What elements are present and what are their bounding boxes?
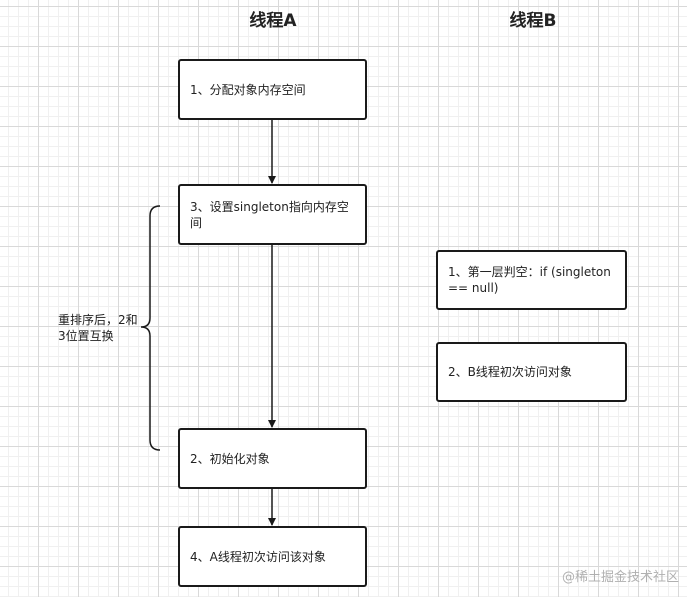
thread-a-step3-box: 3、设置singleton指向内存空间 (178, 184, 367, 245)
thread-a-step2-box: 2、初始化对象 (178, 428, 367, 489)
thread-b-title: 线程B (509, 11, 557, 31)
thread-a-step1-label: 1、分配对象内存空间 (190, 82, 306, 97)
thread-b-step2-box: 2、B线程初次访问对象 (436, 342, 627, 402)
reorder-note: 重排序后，2和3位置互换 (58, 313, 138, 343)
thread-a-step3-label: 3、设置singleton指向内存空间 (190, 199, 349, 230)
thread-a-step1-box: 1、分配对象内存空间 (178, 59, 367, 120)
thread-a-step4-box: 4、A线程初次访问该对象 (178, 526, 367, 587)
thread-a-title: 线程A (249, 11, 297, 31)
reorder-brace (140, 205, 161, 451)
watermark: @稀土掘金技术社区 (561, 570, 679, 585)
thread-a-step2-label: 2、初始化对象 (190, 451, 270, 466)
thread-b-step1-label: 1、第一层判空：if (singleton == null) (448, 265, 615, 295)
thread-b-step1-box: 1、第一层判空：if (singleton == null) (436, 250, 627, 310)
thread-a-step4-label: 4、A线程初次访问该对象 (190, 549, 326, 564)
thread-b-step2-label: 2、B线程初次访问对象 (448, 365, 572, 379)
